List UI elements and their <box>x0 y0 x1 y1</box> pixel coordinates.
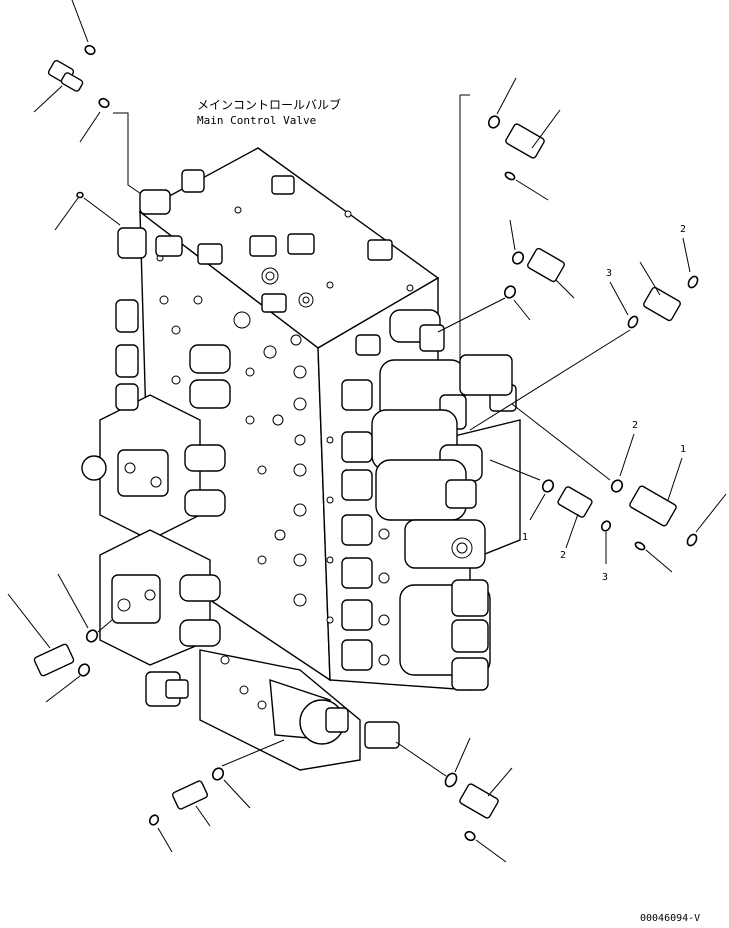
o-ring <box>503 285 517 299</box>
straight-fitting <box>171 780 209 810</box>
o-ring <box>627 315 639 329</box>
callout-2c: 2 <box>560 550 566 561</box>
fitting-right-lower: 2 1 <box>511 403 727 573</box>
o-ring <box>487 115 501 129</box>
o-ring <box>98 97 110 109</box>
fitting-left-lower <box>7 573 113 703</box>
o-ring <box>610 479 624 493</box>
straight-fitting <box>557 486 593 518</box>
o-ring <box>634 541 646 551</box>
elbow-fitting <box>33 643 75 677</box>
fitting-right-upper: 2 3 <box>469 224 699 431</box>
callout-3b: 3 <box>602 572 608 583</box>
o-ring <box>211 767 225 781</box>
o-ring <box>148 814 160 826</box>
o-ring <box>686 533 698 547</box>
fitting-bottom-left <box>148 739 285 853</box>
callout-2b: 2 <box>632 420 638 431</box>
title-leader <box>113 112 151 201</box>
o-ring <box>84 44 96 56</box>
bottom-end-cap <box>145 649 400 771</box>
o-ring <box>85 629 99 643</box>
drawing-number: 00046094-V <box>640 913 700 924</box>
o-ring <box>511 251 525 265</box>
callout-2a: 2 <box>680 224 686 235</box>
left-valve-stack <box>81 169 231 666</box>
tee-fitting <box>629 485 677 527</box>
o-ring <box>687 275 699 289</box>
fitting-right-middle: 1 2 3 <box>489 459 612 583</box>
o-ring <box>504 171 516 181</box>
straight-fitting <box>527 247 565 283</box>
o-ring <box>600 520 612 532</box>
straight-fitting <box>505 123 545 159</box>
o-ring <box>541 479 555 493</box>
callout-3a: 3 <box>606 268 612 279</box>
o-ring <box>464 830 476 842</box>
solenoid-valves <box>326 309 517 691</box>
top-plugs <box>156 175 414 313</box>
title-japanese: メインコントロールバルブ <box>197 97 341 112</box>
fitting-top-right <box>437 77 575 370</box>
left-face-ports <box>159 295 307 607</box>
elbow-fitting <box>459 783 499 819</box>
straight-fitting <box>643 286 681 322</box>
o-ring <box>77 663 91 677</box>
fitting-bottom-right <box>395 737 513 863</box>
fitting-top-left <box>33 0 121 231</box>
callout-1b: 1 <box>522 532 528 543</box>
o-ring <box>76 191 84 199</box>
callout-1a: 1 <box>680 444 686 455</box>
o-ring <box>444 772 458 788</box>
main-control-valve <box>81 147 521 771</box>
title-english: Main Control Valve <box>197 114 316 127</box>
